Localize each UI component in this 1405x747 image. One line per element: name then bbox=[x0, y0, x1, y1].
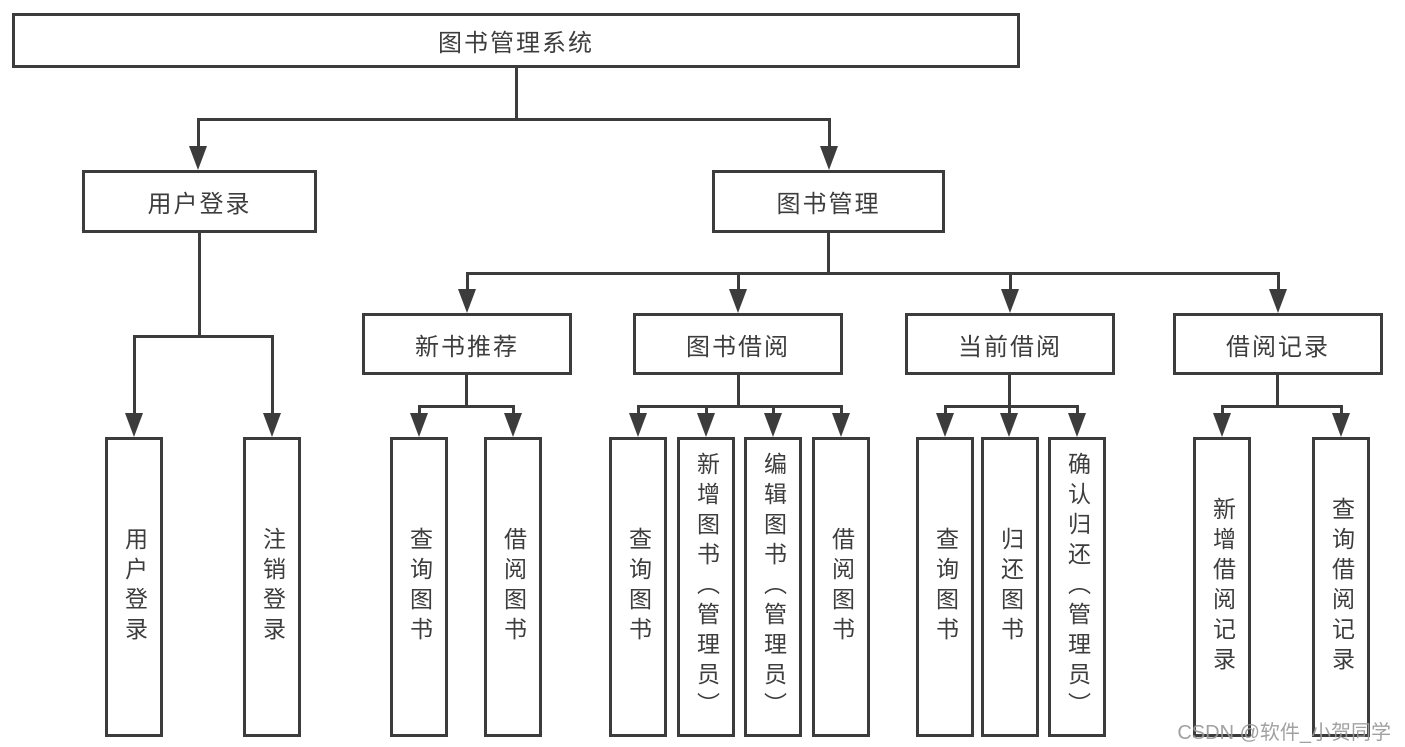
leaf-borrow-books-2-label: 借阅图书 bbox=[828, 527, 855, 647]
connector-drop-current-borrow bbox=[1009, 272, 1012, 294]
leaf-query-borrow-record-label: 查询借阅记录 bbox=[1328, 497, 1355, 677]
node-user-login: 用户登录 bbox=[82, 170, 317, 233]
connector-drop-g2-leaf1 bbox=[637, 405, 640, 417]
connector-drop-g3-leaf3 bbox=[1076, 405, 1079, 417]
arrowhead-g2-leaf2 bbox=[697, 413, 715, 437]
node-book-borrow: 图书借阅 bbox=[633, 313, 843, 375]
node-current-borrow-label: 当前借阅 bbox=[958, 333, 1062, 361]
arrowhead-borrow-records bbox=[1269, 289, 1287, 313]
arrowhead-user-login bbox=[189, 146, 207, 170]
leaf-add-books-admin: 新增图书（管理员） bbox=[677, 437, 735, 737]
connector-drop-g4-leaf1 bbox=[1221, 405, 1224, 417]
connector-current-borrow-rail bbox=[944, 405, 1079, 408]
watermark-text: CSDN @软件_小贺同学 bbox=[1177, 722, 1391, 744]
arrowhead-g3-leaf1 bbox=[936, 413, 954, 437]
leaf-borrow-books-2: 借阅图书 bbox=[812, 437, 870, 737]
leaf-user-login-label: 用户登录 bbox=[121, 527, 148, 647]
connector-drop-g3-leaf2 bbox=[1008, 405, 1011, 417]
connector-user-login-stem bbox=[198, 233, 201, 335]
leaf-query-books-1-label: 查询图书 bbox=[406, 527, 433, 647]
arrowhead-g2-leaf1 bbox=[629, 413, 647, 437]
leaf-add-books-admin-label: 新增图书（管理员） bbox=[693, 452, 720, 722]
node-new-books: 新书推荐 bbox=[362, 313, 572, 375]
node-borrow-records-label: 借阅记录 bbox=[1226, 333, 1330, 361]
connector-drop-new-books bbox=[466, 272, 469, 294]
connector-drop-g2-leaf4 bbox=[840, 405, 843, 417]
leaf-query-borrow-record: 查询借阅记录 bbox=[1312, 437, 1370, 737]
node-current-borrow: 当前借阅 bbox=[905, 313, 1115, 375]
leaf-add-borrow-record-label: 新增借阅记录 bbox=[1209, 497, 1236, 677]
connector-drop-leaf-logout bbox=[271, 335, 274, 417]
node-new-books-label: 新书推荐 bbox=[415, 333, 519, 361]
connector-drop-g2-leaf2 bbox=[705, 405, 708, 417]
connector-current-borrow-stem bbox=[1008, 375, 1011, 405]
leaf-return-books: 归还图书 bbox=[981, 437, 1039, 737]
connector-drop-g3-leaf1 bbox=[944, 405, 947, 417]
connector-drop-g1-leaf2 bbox=[512, 405, 515, 417]
leaf-query-books-2: 查询图书 bbox=[609, 437, 667, 737]
connector-drop-leaf-login bbox=[133, 335, 136, 417]
arrowhead-leaf-login bbox=[125, 413, 143, 437]
connector-drop-g1-leaf1 bbox=[418, 405, 421, 417]
connector-drop-book-mgmt bbox=[828, 118, 831, 152]
connector-new-books-stem bbox=[465, 375, 468, 405]
leaf-logout: 注销登录 bbox=[243, 437, 301, 737]
arrowhead-g2-leaf3 bbox=[764, 413, 782, 437]
leaf-confirm-return-admin: 确认归还（管理员） bbox=[1048, 437, 1106, 737]
connector-book-borrow-stem bbox=[737, 375, 740, 405]
leaf-logout-label: 注销登录 bbox=[259, 527, 286, 647]
leaf-query-books-2-label: 查询图书 bbox=[625, 527, 652, 647]
leaf-confirm-return-admin-label: 确认归还（管理员） bbox=[1064, 452, 1091, 722]
leaf-borrow-books-1-label: 借阅图书 bbox=[500, 527, 527, 647]
connector-user-login-rail bbox=[133, 335, 274, 338]
connector-root-stem bbox=[515, 68, 518, 118]
node-root: 图书管理系统 bbox=[12, 13, 1020, 68]
arrowhead-g1-leaf1 bbox=[410, 413, 428, 437]
arrowhead-g4-leaf1 bbox=[1213, 413, 1231, 437]
arrowhead-g1-leaf2 bbox=[504, 413, 522, 437]
connector-new-books-rail bbox=[418, 405, 515, 408]
node-book-mgmt-label: 图书管理 bbox=[776, 191, 881, 218]
arrowhead-current-borrow bbox=[1001, 289, 1019, 313]
arrowhead-new-books bbox=[458, 289, 476, 313]
leaf-query-books-3-label: 查询图书 bbox=[932, 527, 959, 647]
node-user-login-label: 用户登录 bbox=[147, 191, 252, 218]
node-book-borrow-label: 图书借阅 bbox=[686, 333, 790, 361]
leaf-edit-books-admin: 编辑图书（管理员） bbox=[744, 437, 802, 737]
leaf-borrow-books-1: 借阅图书 bbox=[484, 437, 542, 737]
connector-borrow-records-stem bbox=[1276, 375, 1279, 405]
arrowhead-g2-leaf4 bbox=[832, 413, 850, 437]
leaf-query-books-3: 查询图书 bbox=[916, 437, 974, 737]
connector-drop-g4-leaf2 bbox=[1340, 405, 1343, 417]
arrowhead-book-borrow bbox=[729, 289, 747, 313]
leaf-query-books-1: 查询图书 bbox=[390, 437, 448, 737]
node-root-label: 图书管理系统 bbox=[438, 30, 594, 57]
arrowhead-leaf-logout bbox=[263, 413, 281, 437]
connector-drop-g2-leaf3 bbox=[772, 405, 775, 417]
connector-drop-user-login bbox=[197, 118, 200, 152]
node-borrow-records: 借阅记录 bbox=[1173, 313, 1383, 375]
arrowhead-g3-leaf2 bbox=[1000, 413, 1018, 437]
node-book-mgmt: 图书管理 bbox=[712, 170, 945, 233]
leaf-return-books-label: 归还图书 bbox=[997, 527, 1024, 647]
connector-drop-book-borrow bbox=[737, 272, 740, 294]
leaf-add-borrow-record: 新增借阅记录 bbox=[1193, 437, 1251, 737]
connector-book-borrow-rail bbox=[637, 405, 842, 408]
arrowhead-g4-leaf2 bbox=[1332, 413, 1350, 437]
connector-level3-rail bbox=[466, 272, 1280, 275]
connector-borrow-records-rail bbox=[1221, 405, 1343, 408]
connector-book-mgmt-stem bbox=[827, 233, 830, 272]
connector-level2-rail bbox=[197, 118, 831, 121]
arrowhead-g3-leaf3 bbox=[1068, 413, 1086, 437]
arrowhead-book-mgmt bbox=[820, 146, 838, 170]
leaf-user-login: 用户登录 bbox=[105, 437, 163, 737]
leaf-edit-books-admin-label: 编辑图书（管理员） bbox=[760, 452, 787, 722]
connector-drop-borrow-records bbox=[1277, 272, 1280, 294]
